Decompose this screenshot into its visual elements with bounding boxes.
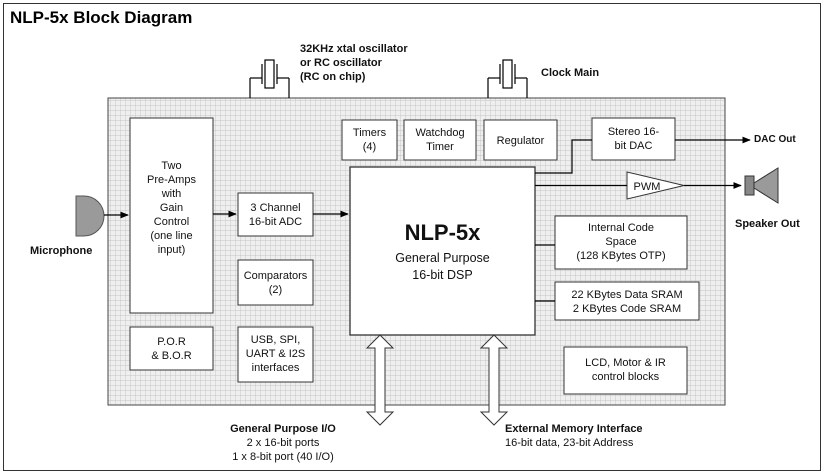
preamp-line-2: Pre-Amps	[147, 174, 196, 186]
adc-line-1: 3 Channel	[250, 202, 300, 214]
dac-line-1: Stereo 16-	[608, 126, 660, 138]
usb-line-1: USB, SPI,	[251, 334, 301, 346]
emi-title: External Memory Interface	[505, 423, 643, 435]
dac-line-2: bit DAC	[615, 140, 653, 152]
emi-line1: 16-bit data, 23-bit Address	[505, 437, 634, 449]
preamp-line-5: Control	[154, 216, 189, 228]
core-sub-line-2: 16-bit DSP	[412, 268, 472, 282]
clock-main-crystal-icon	[487, 59, 528, 98]
gpio-line2: 1 x 8-bit port (40 I/O)	[232, 451, 333, 463]
comparators-block	[237, 259, 314, 306]
preamp-line-3: with	[161, 188, 182, 200]
usb-line-3: interfaces	[252, 362, 300, 374]
lcd-line-1: LCD, Motor & IR	[585, 357, 666, 369]
por-line-2: & B.O.R	[151, 350, 191, 362]
diagram-title: NLP-5x Block Diagram	[10, 8, 193, 27]
gpio-line1: 2 x 16-bit ports	[247, 437, 320, 449]
usb-block	[237, 326, 314, 383]
por-block	[129, 326, 214, 371]
sram-line-1: 22 KBytes Data SRAM	[571, 289, 682, 301]
preamp-block	[129, 117, 214, 314]
por-line-1: P.O.R	[157, 336, 186, 348]
lcd-block	[563, 346, 688, 395]
core-sub-line-1: General Purpose	[395, 251, 490, 265]
emi-bus-arrow	[479, 334, 509, 426]
comparators-line-2: (2)	[269, 284, 282, 296]
preamp-line-7: input)	[158, 244, 186, 256]
regulator-block	[483, 119, 558, 161]
speaker-icon	[744, 167, 779, 204]
code-space-line-2: Space	[605, 236, 636, 248]
diagram-frame	[3, 3, 821, 471]
adc-line-2: 16-bit ADC	[249, 216, 302, 228]
code-space-block	[554, 215, 688, 270]
watchdog-line-2: Timer	[426, 141, 454, 153]
xtal-oscillator-icon	[249, 59, 290, 98]
preamp-line-1: Two	[161, 160, 181, 172]
dac-block	[591, 117, 676, 161]
watchdog-block	[403, 119, 477, 161]
core-to-dac-line	[535, 139, 592, 174]
watchdog-line-1: Watchdog	[415, 127, 464, 139]
microphone-icon	[75, 195, 105, 237]
speaker-out-label: Speaker Out	[735, 218, 800, 230]
osc-label-line3: (RC on chip)	[300, 71, 366, 83]
microphone-label: Microphone	[30, 245, 92, 257]
gpio-title: General Purpose I/O	[230, 423, 336, 435]
dac-out-label: DAC Out	[754, 134, 796, 145]
preamp-line-4: Gain	[160, 202, 183, 214]
preamp-line-6: (one line	[150, 230, 192, 242]
code-space-line-3: (128 KBytes OTP)	[576, 250, 665, 262]
sram-line-2: 2 KBytes Code SRAM	[573, 303, 681, 315]
osc-label-line2: or RC oscillator	[300, 57, 383, 69]
pwm-label: PWM	[634, 181, 661, 193]
lcd-line-2: control blocks	[592, 371, 660, 383]
osc-label-line1: 32KHz xtal oscillator	[300, 43, 408, 55]
timers-line-1: Timers	[353, 127, 387, 139]
timers-line-2: (4)	[363, 141, 376, 153]
clock-main-label: Clock Main	[541, 67, 599, 79]
gpio-bus-arrow	[365, 334, 395, 426]
regulator-label: Regulator	[497, 135, 545, 147]
adc-block	[237, 192, 314, 237]
usb-line-2: UART & I2S	[246, 348, 306, 360]
timers-block	[341, 119, 398, 161]
comparators-line-1: Comparators	[244, 270, 308, 282]
core-name: NLP-5x	[405, 220, 482, 245]
code-space-line-1: Internal Code	[588, 222, 654, 234]
dsp-core-block	[349, 166, 536, 336]
